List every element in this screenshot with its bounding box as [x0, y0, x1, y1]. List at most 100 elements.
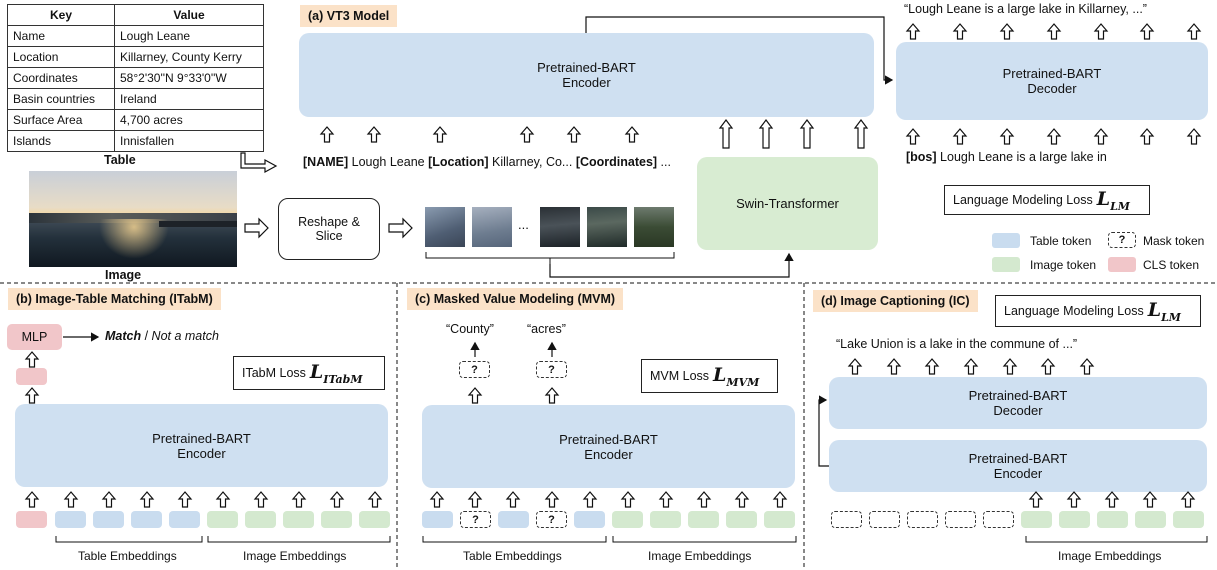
image-token [1173, 511, 1204, 528]
table-cell: Innisfallen [114, 130, 264, 152]
up-arrow [953, 128, 967, 145]
up-arrow [1187, 128, 1201, 145]
up-arrow [583, 491, 597, 508]
empty-token [831, 511, 862, 528]
lake-photo [29, 171, 237, 267]
image-token [1135, 511, 1166, 528]
up-arrow [468, 387, 482, 404]
image-caption: Image [105, 268, 142, 282]
legend-mask-swatch: ? [1108, 232, 1136, 248]
vt3-loss-label: Language Modeling Loss [953, 193, 1093, 207]
empty-token [945, 511, 976, 528]
up-arrow [1047, 23, 1061, 40]
up-arrow [953, 23, 967, 40]
seq-val-ellipsis: ... [657, 155, 671, 169]
mask-token: ? [536, 511, 567, 528]
legend-image-swatch [992, 257, 1020, 272]
mvm-loss-label: MVM Loss [650, 369, 710, 383]
image-token [650, 511, 681, 528]
table-token [55, 511, 86, 528]
itabm-encoder: Pretrained-BART Encoder [15, 404, 388, 487]
up-arrow [621, 491, 635, 508]
seq-key-location: [Location] [428, 155, 489, 169]
match-label: Match [105, 329, 142, 343]
itabm-loss-label: ITabM Loss [242, 366, 306, 380]
up-arrow [964, 358, 978, 375]
up-arrow [368, 491, 382, 508]
up-arrow [216, 491, 230, 508]
mvm-output-county: “County” [446, 322, 494, 336]
panel-b-tag: (b) Image-Table Matching (ITabM) [8, 288, 221, 310]
vt3-decoder-input: [bos] Lough Leane is a large lake in [906, 150, 1107, 164]
ic-loss-label: Language Modeling Loss [1004, 304, 1144, 318]
vt3-decoder-line1: Pretrained-BART [1002, 66, 1102, 81]
up-arrow [506, 491, 520, 508]
mvm-mask-output: ? [536, 361, 567, 378]
legend-table-swatch [992, 233, 1020, 248]
table-caption: Table [104, 153, 136, 167]
seq-key-name: [NAME] [303, 155, 349, 169]
right-arrow [244, 218, 269, 238]
table-token [574, 511, 605, 528]
ic-decoder: Pretrained-BART Decoder [829, 377, 1207, 429]
up-arrow [178, 491, 192, 508]
up-arrow [64, 491, 78, 508]
empty-token [869, 511, 900, 528]
image-token [321, 511, 352, 528]
image-patch [587, 207, 627, 247]
up-arrow [254, 491, 268, 508]
empty-token [907, 511, 938, 528]
mask-token: ? [460, 511, 491, 528]
up-arrow [773, 491, 787, 508]
vt3-encoder-line1: Pretrained-BART [537, 60, 636, 75]
panel-c-tag: (c) Masked Value Modeling (MVM) [407, 288, 624, 310]
legend-cls-label: CLS token [1143, 258, 1200, 272]
image-token [1097, 511, 1128, 528]
up-arrow [1181, 491, 1195, 508]
vt3-decoder: Pretrained-BART Decoder [896, 42, 1208, 120]
legend-mask-label: Mask token [1143, 234, 1205, 248]
table-cell: Killarney, County Kerry [114, 46, 264, 68]
itabm-table-emb-label: Table Embeddings [78, 549, 177, 563]
up-arrow [545, 387, 559, 404]
ic-loss-box: Language Modeling Loss LLM [995, 295, 1201, 327]
mvm-mask-output: ? [459, 361, 490, 378]
up-arrow [848, 358, 862, 375]
up-arrow [1140, 23, 1154, 40]
table-token [169, 511, 200, 528]
table-cell: Islands [7, 130, 115, 152]
image-patch [472, 207, 512, 247]
image-token [1059, 511, 1090, 528]
vt3-input-sequence: [NAME] Lough Leane [Location] Killarney,… [303, 155, 671, 169]
cls-output-token [16, 368, 47, 385]
reshape-line2: Slice [315, 229, 343, 243]
image-token [1021, 511, 1052, 528]
up-arrow [697, 491, 711, 508]
up-arrow [330, 491, 344, 508]
not-match-label: Not a match [151, 329, 219, 343]
swin-label: Swin-Transformer [736, 196, 839, 211]
vt3-output-text: “Lough Leane is a large lake in Killarne… [904, 2, 1147, 16]
legend-cls-swatch [1108, 257, 1136, 272]
cls-token [16, 511, 47, 528]
up-arrow [1041, 358, 1055, 375]
up-arrow [545, 491, 559, 508]
legend-image-label: Image token [1030, 258, 1097, 272]
up-arrow [102, 491, 116, 508]
image-token [245, 511, 276, 528]
patch-ellipsis: ... [518, 217, 529, 232]
up-arrow [1029, 491, 1043, 508]
up-arrow [567, 126, 581, 143]
up-arrow [1143, 491, 1157, 508]
reshape-line1: Reshape & [298, 215, 360, 229]
up-arrow [1047, 128, 1061, 145]
swin-transformer: Swin-Transformer [697, 157, 878, 250]
image-token [359, 511, 390, 528]
ic-image-emb-label: Image Embeddings [1058, 549, 1162, 563]
image-token [726, 511, 757, 528]
up-arrow [906, 23, 920, 40]
